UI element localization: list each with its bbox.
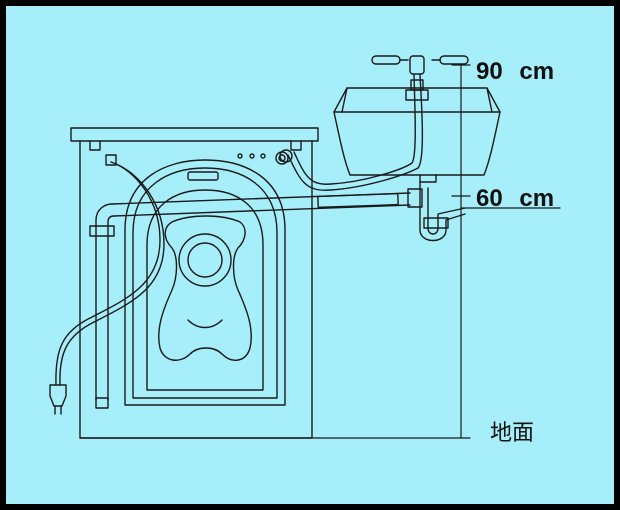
sink-trap-outer [419,181,466,242]
drum-hub-outer [178,233,232,287]
control-dot-3 [260,153,266,159]
door-outer [124,159,286,406]
sink-trap-clamp [423,217,449,229]
machine-top [70,127,319,142]
utility-sink [333,87,501,242]
hinge-right [290,140,302,151]
drain-hose-connector [407,188,423,208]
power-cord-line-2 [59,163,165,386]
height-measure [79,64,561,439]
label-60cm: 60 cm [476,185,554,212]
control-dot-2 [249,153,255,159]
sink-drain-neck [419,174,437,183]
drain-hose-vertical-outer [95,203,113,401]
label-ground: 地面 [490,421,534,446]
door-window [146,189,264,391]
faucet-left-icon [371,55,409,65]
sink-rim-inner [341,87,493,113]
sink-basin [333,87,501,176]
power-cord-line-1 [55,161,161,386]
inlet-hose [279,74,424,191]
drain-hose-end [95,397,109,409]
drain-hose [89,188,423,409]
drain-hose-horizontal-bottom [113,204,411,217]
drum-paddle [158,215,252,361]
inlet-hose-nut [279,149,293,163]
inlet-hose-inner [293,74,416,185]
power-cord-port [105,154,117,166]
power-cord [55,154,165,386]
faucet-center-icon [405,55,429,101]
drum-hub-inner [187,242,223,278]
power-plug-icon [49,384,67,415]
drum-arc-lower [187,319,223,329]
drain-hose-clip [89,225,115,237]
door-handle [187,171,219,181]
control-dot-1 [237,153,243,159]
faucet-right-icon [431,55,469,65]
drain-hose-vertical-inner [107,215,115,401]
label-90cm: 90 cm [476,58,554,85]
inlet-hose-outer [287,74,424,191]
hinge-left [89,140,101,151]
drain-hose-collar [317,192,399,209]
